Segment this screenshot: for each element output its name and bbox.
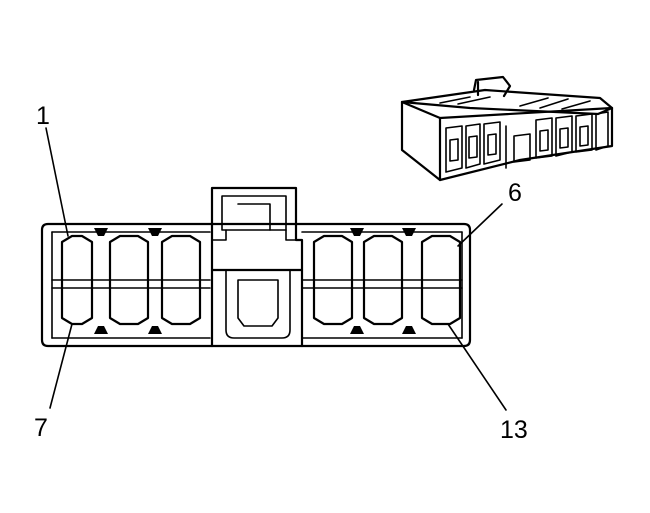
pin-cavities <box>60 234 462 326</box>
cavity-5 <box>362 234 404 326</box>
cavity-4 <box>312 234 354 326</box>
callout-pin-7: 7 <box>34 414 48 442</box>
cavity-3 <box>160 234 202 326</box>
cavity-2 <box>108 234 150 326</box>
latch-notches <box>94 228 416 334</box>
cavity-6 <box>420 234 462 326</box>
callout-pin-1: 1 <box>36 102 50 130</box>
cavity-1 <box>60 234 94 326</box>
callout-pin-13: 13 <box>500 416 528 444</box>
housing-outline <box>40 222 472 348</box>
center-lock-tab <box>210 186 304 272</box>
connector-front-view <box>40 127 507 411</box>
iso-cavities <box>445 111 609 173</box>
callout-pin-6: 6 <box>508 179 522 207</box>
connector-iso-view <box>400 75 614 182</box>
leader-lines <box>45 127 507 411</box>
